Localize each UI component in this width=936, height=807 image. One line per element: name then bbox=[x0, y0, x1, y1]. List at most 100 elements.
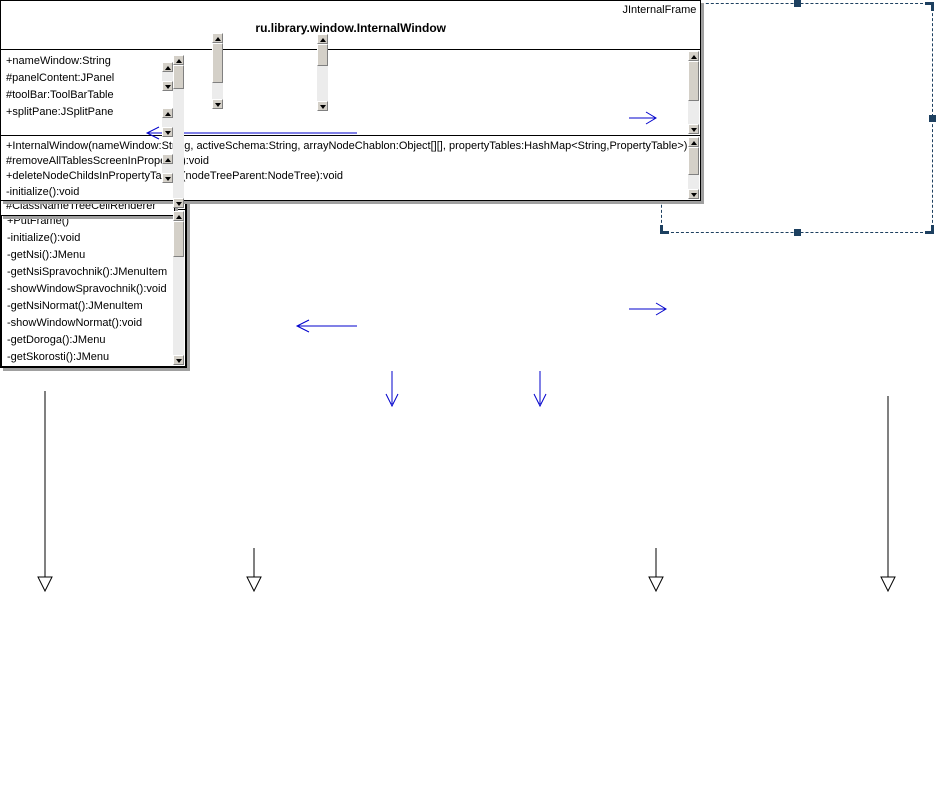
attribute-row[interactable]: #panelContent:JPanel bbox=[6, 72, 115, 84]
operations-scrollbar[interactable] bbox=[173, 211, 185, 365]
attributes-scrollbar[interactable] bbox=[688, 51, 700, 134]
triangle-down-icon bbox=[165, 131, 172, 135]
scroll-down-button[interactable] bbox=[688, 188, 700, 199]
dependency-putframe-to-windowskorosti[interactable] bbox=[533, 371, 547, 408]
triangle-down-icon bbox=[165, 85, 172, 89]
group-scrollbar[interactable] bbox=[162, 154, 174, 183]
dependency-putframe-to-windowspravochnik[interactable] bbox=[295, 319, 357, 333]
attribute-row[interactable]: +nameWindow:String bbox=[6, 55, 111, 67]
triangle-down-icon bbox=[691, 192, 698, 197]
scrollbar-thumb[interactable] bbox=[212, 43, 224, 83]
scrollbar-track[interactable] bbox=[317, 66, 328, 101]
scrollbar-thumb[interactable] bbox=[173, 221, 185, 257]
operation-row[interactable]: -initialize():void bbox=[7, 232, 81, 244]
scrollbar-track[interactable] bbox=[162, 72, 173, 81]
scrollbar-track[interactable] bbox=[162, 164, 173, 173]
triangle-down-icon bbox=[176, 202, 183, 206]
triangle-up-icon bbox=[176, 215, 183, 219]
operations-compartment: +InternalWindow(nameWindow:String, activ… bbox=[1, 135, 701, 200]
triangle-up-icon bbox=[165, 112, 172, 116]
triangle-down-icon bbox=[691, 128, 698, 132]
selection-marquee bbox=[658, 0, 936, 236]
operations-scrollbar[interactable] bbox=[688, 137, 700, 199]
attributes-scrollbar[interactable] bbox=[212, 33, 224, 109]
scrollbar-thumb[interactable] bbox=[688, 61, 700, 101]
scroll-up-button[interactable] bbox=[317, 34, 328, 44]
scrollbar-track[interactable] bbox=[688, 175, 699, 189]
group-classes: #ClassNameTreeCellRenderer bbox=[1, 199, 174, 215]
dependency-putframe-to-windowdoroga[interactable] bbox=[629, 302, 667, 316]
triangle-up-icon bbox=[320, 38, 326, 42]
triangle-up-icon bbox=[691, 55, 698, 59]
generalization-windowspravochnik-internalwindow[interactable] bbox=[37, 391, 53, 593]
selection-handle-bottom-left[interactable] bbox=[660, 225, 669, 234]
scrollbar-track[interactable] bbox=[162, 118, 173, 127]
class-name: ru.library.window.InternalWindow bbox=[255, 21, 446, 35]
scrollbar-track[interactable] bbox=[173, 257, 184, 355]
operation-row[interactable]: -getDoroga():JMenu bbox=[7, 334, 106, 346]
operation-row[interactable]: -getNsiNormat():JMenuItem bbox=[7, 300, 143, 312]
scroll-up-button[interactable] bbox=[212, 33, 224, 43]
scroll-up-button[interactable] bbox=[688, 51, 700, 61]
operation-row[interactable]: +InternalWindow(nameWindow:String, activ… bbox=[6, 140, 688, 152]
operation-row[interactable]: -showWindowNormat():void bbox=[7, 317, 143, 329]
scroll-up-button[interactable] bbox=[173, 211, 185, 221]
operations-compartment: +PutFrame() -initialize():void -getNsi()… bbox=[2, 209, 186, 366]
triangle-up-icon bbox=[165, 158, 172, 162]
scroll-up-button[interactable] bbox=[688, 137, 700, 147]
operation-row[interactable]: -initialize():void bbox=[6, 185, 80, 198]
triangle-down-icon bbox=[215, 103, 222, 107]
scroll-down-button[interactable] bbox=[162, 81, 174, 91]
scroll-down-button[interactable] bbox=[162, 173, 174, 183]
scrollbar-thumb[interactable] bbox=[173, 65, 185, 89]
operation-row[interactable]: -getSkorosti():JMenu bbox=[7, 351, 110, 363]
selection-handle-top[interactable] bbox=[794, 0, 801, 7]
operation-row[interactable]: +PutFrame() bbox=[7, 215, 70, 227]
triangle-up-icon bbox=[165, 66, 172, 70]
scrollbar-track[interactable] bbox=[212, 83, 223, 99]
group-scrollbar[interactable] bbox=[162, 108, 174, 137]
operation-row[interactable]: #removeAllTablesScreenInProperty():void bbox=[6, 155, 209, 168]
generalization-windowskorosti-internalwindow[interactable] bbox=[648, 548, 664, 593]
attribute-row[interactable]: +splitPane:JSplitPane bbox=[6, 106, 114, 118]
selection-handle-bottom[interactable] bbox=[794, 229, 801, 236]
selection-handle-top-right[interactable] bbox=[925, 2, 934, 11]
generalization-windowdoroga-internalwindow[interactable] bbox=[880, 396, 896, 593]
scrollbar-thumb[interactable] bbox=[317, 44, 328, 66]
triangle-down-icon bbox=[176, 359, 183, 363]
scrollbar-track[interactable] bbox=[173, 89, 184, 198]
attributes-compartment: +nameWindow:String #panelContent:JPanel … bbox=[1, 49, 701, 135]
operation-row[interactable]: -showWindowSpravochnik():void bbox=[7, 283, 167, 295]
dependency-putframe-to-windownormat[interactable] bbox=[385, 371, 399, 408]
scroll-down-button[interactable] bbox=[162, 127, 174, 137]
scroll-up-button[interactable] bbox=[162, 154, 174, 164]
scroll-up-button[interactable] bbox=[173, 55, 185, 65]
triangle-up-icon bbox=[176, 59, 183, 63]
attributes-scrollbar[interactable] bbox=[173, 55, 185, 208]
attribute-row[interactable]: #toolBar:ToolBarTable bbox=[6, 89, 114, 101]
class-title: JInternalFrame ru.library.window.Interna… bbox=[1, 1, 700, 49]
scroll-down-button[interactable] bbox=[317, 101, 328, 111]
operation-row[interactable]: +deleteNodeChildsInPropertyTables(nodeTr… bbox=[6, 169, 687, 184]
scroll-down-button[interactable] bbox=[173, 355, 185, 365]
class-row[interactable]: #ClassNameTreeCellRenderer bbox=[6, 200, 156, 212]
operation-row[interactable]: -getNsi():JMenu bbox=[7, 249, 86, 261]
scroll-down-button[interactable] bbox=[688, 124, 700, 134]
class-internalwindow[interactable]: JInternalFrame ru.library.window.Interna… bbox=[0, 0, 702, 201]
scroll-down-button[interactable] bbox=[212, 99, 224, 109]
triangle-up-icon bbox=[215, 37, 222, 41]
selection-handle-right[interactable] bbox=[929, 115, 936, 122]
scroll-down-button[interactable] bbox=[173, 198, 185, 208]
group-scrollbar[interactable] bbox=[162, 62, 174, 91]
operation-row[interactable]: -getNsiSpravochnik():JMenuItem bbox=[7, 266, 168, 278]
scroll-up-button[interactable] bbox=[162, 62, 174, 72]
stereotype-label: JInternalFrame bbox=[622, 4, 697, 16]
attributes-scrollbar[interactable] bbox=[317, 34, 328, 111]
triangle-up-icon bbox=[691, 141, 698, 145]
scrollbar-track[interactable] bbox=[688, 101, 699, 124]
scroll-up-button[interactable] bbox=[162, 108, 174, 118]
scrollbar-thumb[interactable] bbox=[688, 147, 700, 175]
selection-handle-bottom-right[interactable] bbox=[925, 225, 934, 234]
generalization-windownormat-internalwindow[interactable] bbox=[246, 548, 262, 593]
